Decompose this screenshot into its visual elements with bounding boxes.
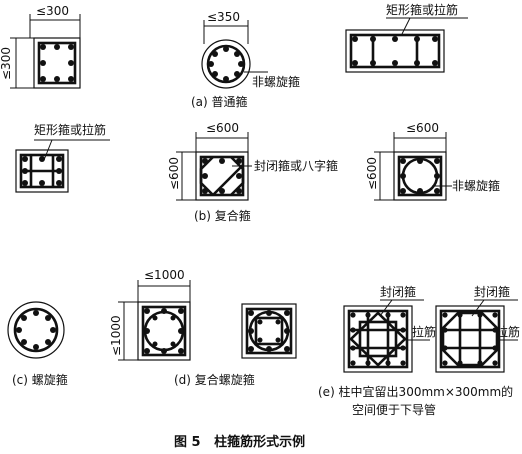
dim-600-b3-top: ≤600	[406, 121, 439, 135]
a2-circular-column: ≤350 非螺旋箍	[201, 10, 300, 89]
dim-1000-side: ≤1000	[109, 315, 123, 356]
dim-600-b2-top: ≤600	[206, 121, 239, 135]
dim-600-b3-side: ≤600	[365, 157, 379, 190]
label-closed-or-figure8: 封闭箍或八字箍	[254, 158, 338, 173]
b1-square-column: 矩形箍或拉筋	[15, 122, 110, 193]
dim-1000-top: ≤1000	[144, 268, 185, 282]
label-closed-hoop-1: 封闭箍	[380, 284, 416, 299]
b2-square-figure8: ≤600 ≤600 封闭箍或八字箍	[167, 121, 338, 201]
label-tie-1: 拉筋	[412, 324, 436, 339]
caption-e-line2: 空间便于下导管	[352, 402, 436, 417]
label-rect-hoop-b: 矩形箍或拉筋	[34, 122, 106, 137]
dim-300-side: ≤300	[0, 47, 13, 80]
label-non-spiral-b: 非螺旋箍	[452, 178, 500, 193]
caption-b: (b) 复合箍	[194, 208, 251, 223]
e1-grid-column: 封闭箍 拉筋	[343, 284, 436, 373]
d2-square-spiral-inner	[241, 303, 297, 359]
caption-d: (d) 复合螺旋箍	[174, 372, 255, 387]
e2-grid-column: 封闭箍 拉筋	[435, 284, 520, 373]
label-closed-hoop-2: 封闭箍	[474, 284, 510, 299]
b3-square-circular: ≤600 ≤600 非螺旋箍	[365, 121, 500, 201]
a1-square-column: ≤300 ≤300	[0, 4, 81, 89]
caption-e-line1: (e) 柱中宜留出300mm×300mm的	[318, 384, 513, 399]
c-spiral-column	[7, 301, 65, 359]
caption-c: (c) 螺旋箍	[12, 372, 68, 387]
a3-rect-column: 矩形箍或拉筋	[345, 2, 468, 73]
d1-square-spiral: ≤1000 ≤1000	[109, 268, 191, 361]
dim-350: ≤350	[207, 10, 240, 24]
dim-300-top: ≤300	[36, 4, 69, 18]
label-rect-hoop-a: 矩形箍或拉筋	[386, 2, 458, 17]
label-tie-2: 拉筋	[496, 324, 520, 339]
caption-a: (a) 普通箍	[191, 94, 248, 109]
label-non-spiral-a: 非螺旋箍	[252, 74, 300, 89]
dim-600-b2-side: ≤600	[167, 157, 181, 190]
figure-title: 图 5 柱箍筋形式示例	[174, 434, 305, 450]
